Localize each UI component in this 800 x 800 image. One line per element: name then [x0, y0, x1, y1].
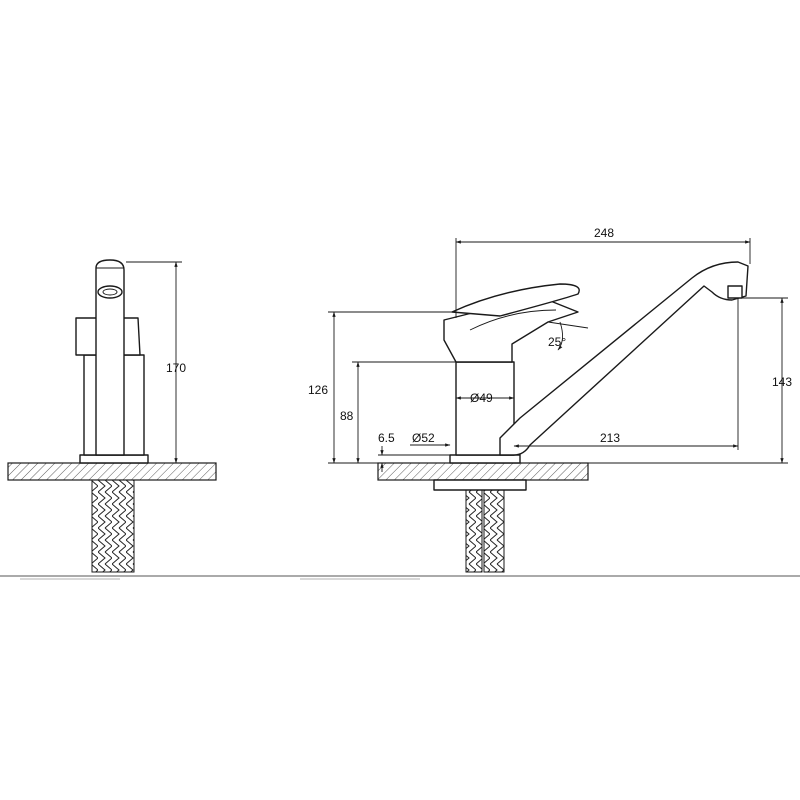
front-spout [499, 261, 749, 456]
front-aerator [727, 285, 743, 299]
dim-248: 248 [594, 226, 614, 240]
braided-hose-left [91, 479, 135, 573]
dim-25-degrees: 25° [548, 335, 566, 349]
countertop-right [377, 462, 589, 481]
braided-hose-right-1 [465, 489, 483, 573]
braided-hose-right-2 [483, 489, 505, 573]
mounting-plate [433, 479, 527, 491]
side-base-plate [79, 454, 149, 464]
side-spout [95, 259, 125, 456]
dim-213: 213 [600, 431, 620, 445]
dim-diameter-49: Ø49 [470, 391, 493, 405]
dim-88: 88 [340, 409, 354, 423]
dim-143: 143 [772, 375, 792, 389]
front-view: 25° 248 126 88 6.5 Ø49 Ø52 213 [308, 226, 792, 573]
side-aerator [97, 285, 123, 299]
front-base-plate [449, 454, 521, 464]
dim-126: 126 [308, 383, 328, 397]
front-lever-handle [451, 283, 580, 317]
dim-170: 170 [166, 361, 186, 375]
dim-6-5: 6.5 [378, 431, 395, 445]
countertop-left [7, 462, 217, 481]
side-view: 170 [7, 259, 217, 573]
dim-diameter-52: Ø52 [412, 431, 435, 445]
